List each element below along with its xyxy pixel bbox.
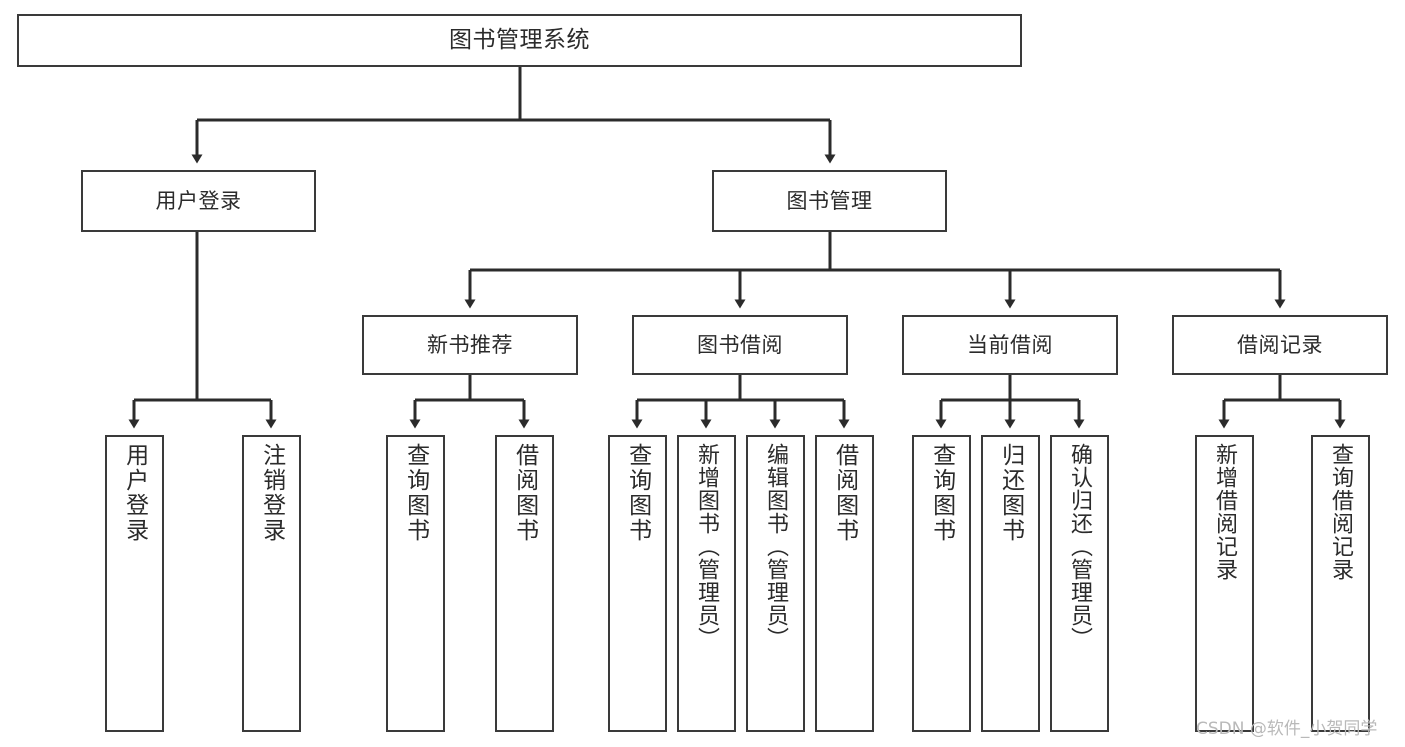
leaf-borrow-add-book-admin[interactable]: 新增图书（管理员） (677, 435, 736, 732)
node-label: 查询图书 (624, 443, 651, 543)
csdn-watermark: CSDN @软件_小贺同学 (1196, 719, 1378, 739)
node-label: 借阅记录 (1237, 332, 1323, 357)
node-label: 查询借阅记录 (1328, 443, 1354, 581)
leaf-recommend-query-book[interactable]: 查询图书 (386, 435, 445, 732)
leaf-borrow-query-book[interactable]: 查询图书 (608, 435, 667, 732)
node-label: 用户登录 (121, 443, 148, 543)
leaf-record-query-borrow-record[interactable]: 查询借阅记录 (1311, 435, 1370, 732)
node-label: 查询图书 (928, 443, 955, 543)
leaf-user-login[interactable]: 用户登录 (105, 435, 164, 732)
node-book-borrow[interactable]: 图书借阅 (632, 315, 848, 375)
node-label: 用户登录 (155, 188, 242, 213)
leaf-record-add-borrow-record[interactable]: 新增借阅记录 (1195, 435, 1254, 732)
node-label: 图书管理系统 (449, 26, 590, 53)
leaf-current-return-book[interactable]: 归还图书 (981, 435, 1040, 732)
node-label: 查询图书 (402, 443, 429, 543)
leaf-recommend-borrow-book[interactable]: 借阅图书 (495, 435, 554, 732)
node-label: 图书借阅 (697, 332, 783, 357)
node-label: 归还图书 (997, 443, 1024, 543)
node-label: 新书推荐 (427, 332, 513, 357)
node-root-system[interactable]: 图书管理系统 (17, 14, 1022, 67)
node-label: 图书管理 (786, 188, 873, 213)
node-label: 借阅图书 (831, 443, 858, 543)
node-label: 编辑图书（管理员） (763, 443, 789, 650)
leaf-borrow-borrow-book[interactable]: 借阅图书 (815, 435, 874, 732)
node-user-login[interactable]: 用户登录 (81, 170, 316, 232)
leaf-current-query-book[interactable]: 查询图书 (912, 435, 971, 732)
node-label: 确认归还（管理员） (1067, 443, 1093, 650)
node-label: 借阅图书 (511, 443, 538, 543)
node-label: 当前借阅 (967, 332, 1053, 357)
node-label: 新增图书（管理员） (694, 443, 720, 650)
node-book-management[interactable]: 图书管理 (712, 170, 947, 232)
node-current-borrow[interactable]: 当前借阅 (902, 315, 1118, 375)
leaf-user-logout[interactable]: 注销登录 (242, 435, 301, 732)
node-label: 注销登录 (258, 443, 285, 543)
node-borrow-record[interactable]: 借阅记录 (1172, 315, 1388, 375)
node-new-book-recommend[interactable]: 新书推荐 (362, 315, 578, 375)
leaf-borrow-edit-book-admin[interactable]: 编辑图书（管理员） (746, 435, 805, 732)
leaf-current-confirm-return-admin[interactable]: 确认归还（管理员） (1050, 435, 1109, 732)
node-label: 新增借阅记录 (1212, 443, 1238, 581)
